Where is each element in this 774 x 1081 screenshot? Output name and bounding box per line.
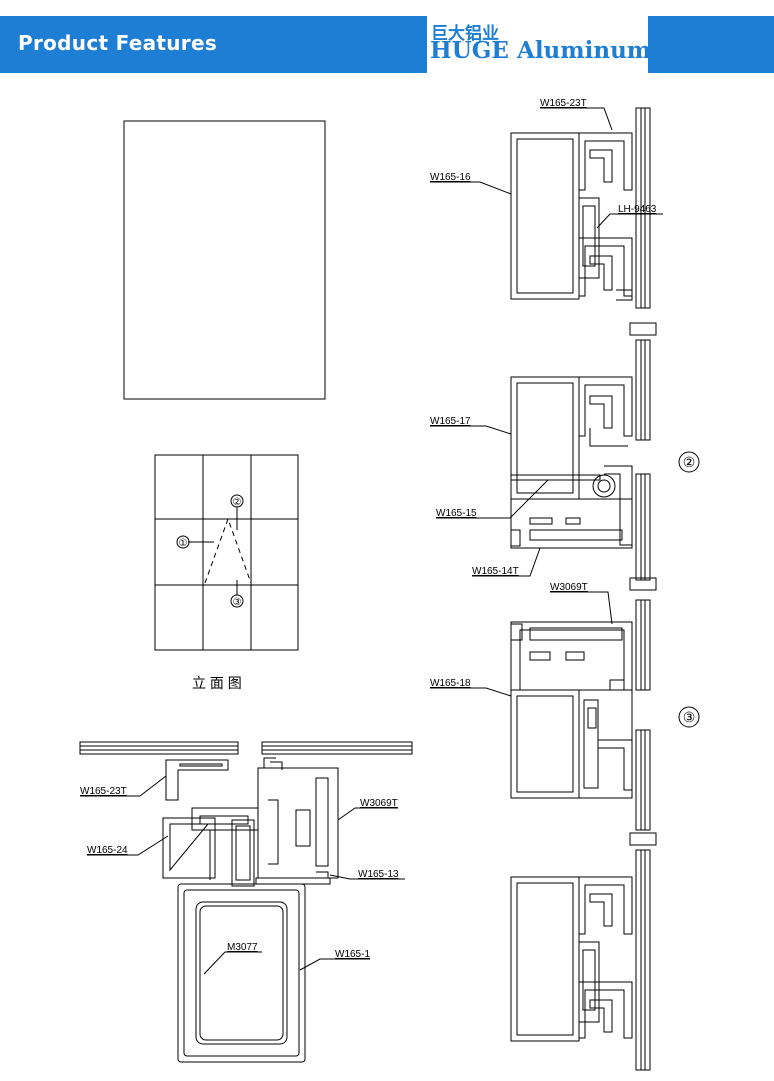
label-w165-16: W165-16 <box>430 172 471 183</box>
label-w3069t-plan: W3069T <box>360 798 398 809</box>
label-w165-1: W165-1 <box>335 949 370 960</box>
elevation-marker-3 <box>230 594 244 608</box>
label-w165-24: W165-24 <box>87 845 128 856</box>
section-marker-2 <box>678 451 700 473</box>
logo-english-text: HUGE Aluminum <box>430 37 652 64</box>
page-title: Product Features <box>18 31 218 55</box>
label-m3077: M3077 <box>227 942 258 953</box>
elevation-grid <box>154 454 299 651</box>
label-w165-13: W165-13 <box>358 869 399 880</box>
elevation-marker-1 <box>176 535 190 549</box>
label-w165-18: W165-18 <box>430 678 471 689</box>
section-marker-2-label: ② <box>683 454 696 470</box>
label-w165-14t: W165-14T <box>472 566 519 577</box>
page-header: Product Features 巨大铝业 HUGE Aluminum <box>0 0 774 73</box>
elevation-caption: 立 面 图 <box>192 675 242 691</box>
label-w165-23t-section: W165-23T <box>540 98 587 109</box>
label-w3069t-section: W3069T <box>550 582 588 593</box>
label-w165-15: W165-15 <box>436 508 477 519</box>
label-lh-9463: LH-9463 <box>618 204 657 215</box>
elevation-single-panel <box>123 120 326 400</box>
horizontal-section <box>79 741 413 1063</box>
vertical-section <box>430 107 663 1071</box>
elevation-marker-2 <box>230 494 244 508</box>
section-marker-3-label: ③ <box>683 709 696 725</box>
elevation-marker-2-label: ② <box>233 497 242 508</box>
logo-chinese-text: 巨大铝业 <box>431 24 499 44</box>
elevation-marker-3-label: ③ <box>233 597 242 608</box>
brand-logo: 巨大铝业 HUGE Aluminum <box>427 16 652 73</box>
label-w165-17: W165-17 <box>430 416 471 427</box>
elevation-marker-1-label: ① <box>179 538 188 549</box>
section-marker-3 <box>678 706 700 728</box>
label-w165-23t-plan: W165-23T <box>80 786 127 797</box>
